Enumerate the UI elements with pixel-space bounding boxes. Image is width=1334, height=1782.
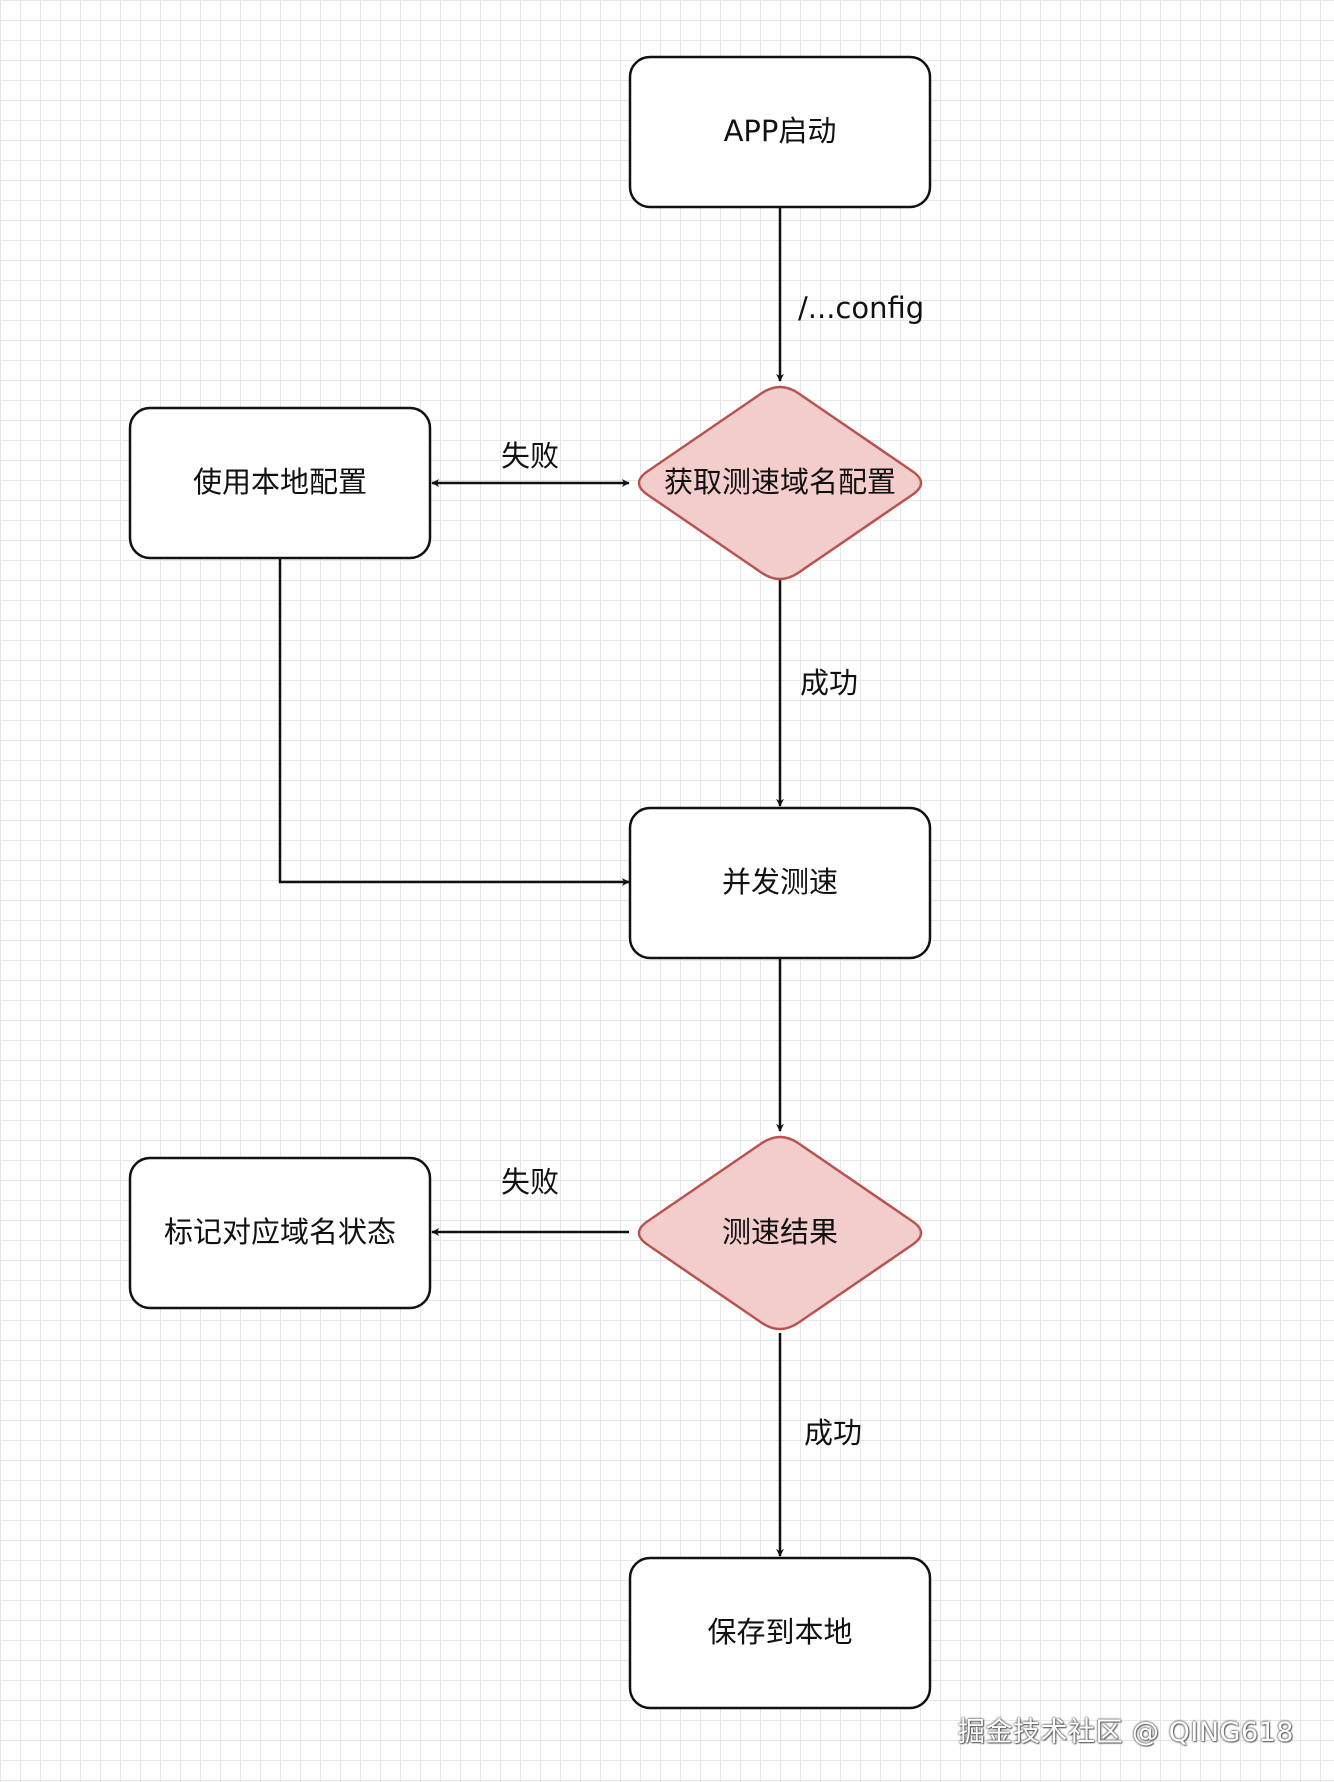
decision-get-config: 获取测速域名配置 (637, 385, 923, 581)
node-concurrent-test-label: 并发测速 (722, 865, 838, 899)
node-app-start-label: APP启动 (724, 114, 837, 148)
node-save-local: 保存到本地 (628, 1556, 932, 1710)
edge-label-fail-2: 失败 (501, 1165, 559, 1199)
decision-test-result: 测速结果 (637, 1135, 923, 1331)
edge-label-success-1: 成功 (800, 666, 858, 700)
decision-get-config-label: 获取测速域名配置 (664, 465, 896, 499)
decision-get-config-shape (637, 385, 923, 581)
node-concurrent-test: 并发测速 (628, 806, 932, 960)
edge-label-config-path: /...config (798, 291, 924, 325)
decision-test-result-label: 测速结果 (722, 1215, 838, 1249)
node-save-local-label: 保存到本地 (707, 1615, 852, 1649)
node-mark-status-label: 标记对应域名状态 (164, 1215, 396, 1249)
edge-local-to-test (278, 558, 630, 886)
node-use-local: 使用本地配置 (128, 406, 432, 560)
node-mark-status: 标记对应域名状态 (128, 1156, 432, 1310)
decision-test-result-shape (637, 1135, 923, 1331)
watermark: 掘金技术社区 @ QING618 (957, 1717, 1294, 1748)
node-use-local-label: 使用本地配置 (193, 465, 367, 499)
node-app-start: APP启动 (628, 55, 932, 209)
edge-label-success-2: 成功 (804, 1416, 862, 1450)
edge-label-fail-1: 失败 (501, 439, 559, 473)
